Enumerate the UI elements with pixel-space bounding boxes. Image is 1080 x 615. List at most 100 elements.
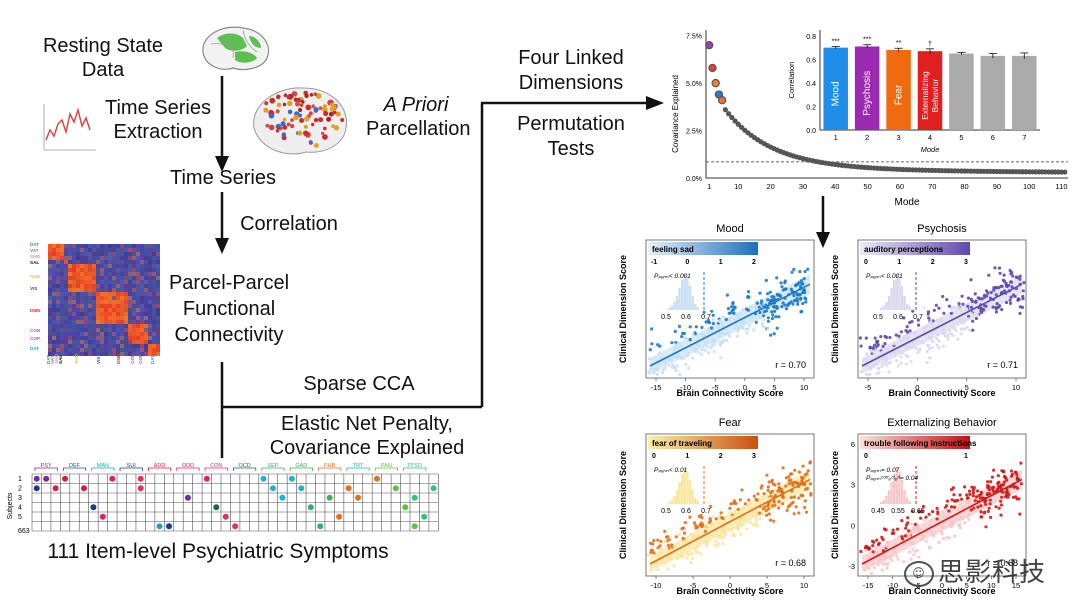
cov-x-tick: 40: [831, 182, 839, 191]
matrix-cell: [156, 244, 160, 248]
scatter-x-tick: -15: [651, 383, 662, 392]
matrix-cell: [140, 284, 144, 288]
scatter-point: [885, 566, 889, 570]
parcel-dot: [311, 104, 315, 108]
scatter-point: [971, 491, 975, 495]
parcel-dot: [297, 130, 303, 136]
connectivity-line-3: Connectivity: [174, 324, 284, 346]
scatter-point: [697, 514, 701, 519]
scatter-point: [780, 305, 784, 309]
matrix-cell: [88, 284, 92, 288]
scatter-point: [877, 358, 881, 362]
parcel-dot: [322, 134, 328, 140]
matrix-cell: [52, 324, 56, 328]
scatter-point: [910, 331, 914, 335]
matrix-cell: [88, 312, 92, 316]
scatter-point: [725, 293, 729, 297]
scatter-point: [766, 316, 770, 320]
scatter-ci-band: [650, 274, 810, 374]
scatter-point: [711, 514, 715, 518]
matrix-cell: [88, 296, 92, 300]
matrix-cell: [132, 256, 136, 260]
scatter-point: [690, 345, 694, 349]
scatter-point: [670, 341, 674, 345]
scatter-point: [680, 335, 684, 339]
matrix-cell: [60, 288, 64, 292]
scatter-x-tick: -15: [863, 581, 874, 590]
scatter-point: [743, 502, 747, 506]
scatter-point: [808, 482, 813, 486]
scatter-point: [799, 296, 803, 301]
scatter-point: [798, 293, 802, 297]
matrix-cell: [76, 344, 80, 348]
scatter-point: [773, 503, 777, 507]
matrix-cell: [104, 328, 108, 332]
matrix-cell: [92, 348, 96, 352]
cov-x-tick: 30: [799, 182, 807, 191]
matrix-cell: [140, 252, 144, 256]
scatter-point: [982, 308, 986, 312]
scatter-point: [961, 321, 966, 325]
scatter-point: [957, 523, 961, 528]
matrix-row-label: COP: [30, 336, 40, 341]
scatter-point: [969, 297, 973, 301]
scatter-point: [910, 522, 914, 526]
hist-p-value: Pₚₑᵣₘ= 0.07: [866, 467, 900, 474]
item-color-bar: [648, 242, 758, 255]
scatter-point: [694, 523, 698, 528]
cov-y-tick: 5.0%: [686, 81, 702, 88]
matrix-cell: [48, 312, 52, 316]
scatter-point: [902, 339, 906, 343]
bar-significance: †: [928, 41, 932, 48]
matrix-cell: [148, 320, 152, 324]
matrix-cell: [84, 320, 88, 324]
matrix-cell: [140, 308, 144, 312]
symptom-dot: [279, 494, 286, 501]
hist-p-corrected: Pₚₑᵣₘᶜᵒʳʳₑᶜᵗₑᵈ= 0.04: [866, 475, 918, 482]
scatter-point: [956, 337, 960, 341]
matrix-cell: [80, 280, 84, 284]
scatter-point: [703, 526, 707, 530]
hist-bar: [675, 490, 679, 504]
matrix-cell: [64, 252, 68, 256]
scatter-r-value: r = 0.71: [987, 360, 1018, 370]
scatter-point: [736, 314, 740, 318]
cov-point: [1062, 169, 1068, 175]
matrix-cell: [112, 260, 116, 264]
hist-tick: 0.55: [891, 508, 905, 515]
matrix-cell: [56, 264, 60, 268]
matrix-cell: [60, 320, 64, 324]
matrix-cell: [132, 296, 136, 300]
matrix-cell: [144, 332, 148, 336]
matrix-cell: [68, 312, 72, 316]
hist-bar: [885, 496, 888, 504]
matrix-cell: [120, 304, 124, 308]
bar: [980, 55, 1006, 130]
matrix-cell: [72, 264, 76, 268]
scatter-point: [806, 469, 810, 473]
scatter-point: [937, 339, 941, 343]
matrix-cell: [100, 320, 104, 324]
scatter-point: [885, 540, 889, 545]
scatter-point: [893, 551, 898, 555]
scatter-point: [696, 350, 700, 354]
matrix-cell: [140, 268, 144, 272]
scatter-point: [675, 556, 680, 560]
matrix-cell: [148, 244, 152, 248]
matrix-cell: [60, 332, 64, 336]
scatter-point: [732, 305, 736, 309]
arrow-down-2: [215, 192, 229, 254]
matrix-cell: [76, 252, 80, 256]
parcel-dot: [313, 117, 319, 123]
matrix-cell: [128, 252, 132, 256]
matrix-cell: [112, 288, 116, 292]
matrix-cell: [136, 316, 140, 320]
scatter-point: [678, 532, 682, 536]
matrix-cell: [76, 276, 80, 280]
matrix-cell: [152, 284, 156, 288]
scatter-point: [873, 566, 877, 570]
matrix-cell: [124, 348, 128, 352]
matrix-cell: [76, 264, 80, 268]
